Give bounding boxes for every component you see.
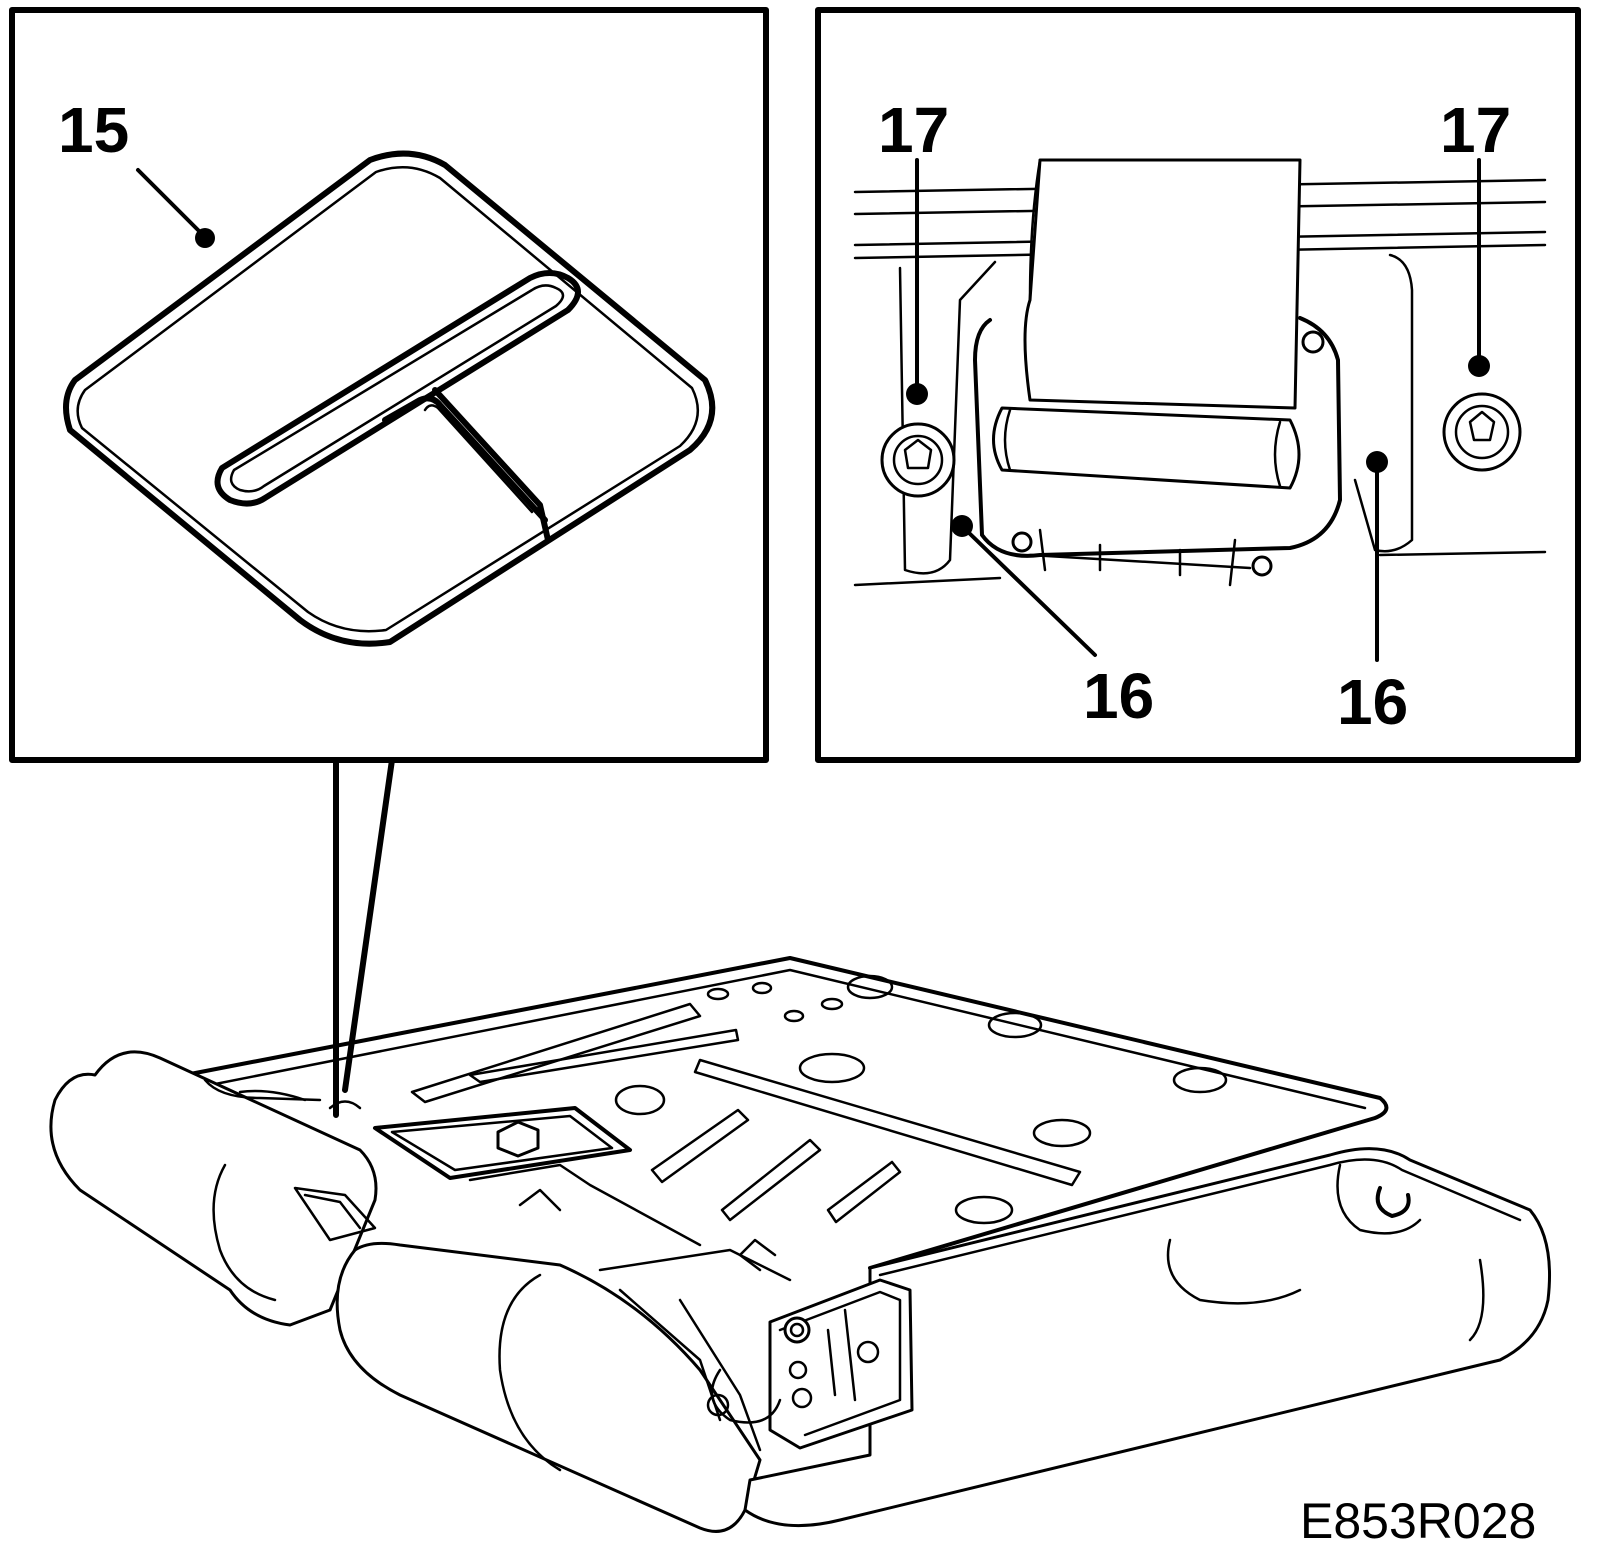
cover-outline <box>63 150 716 647</box>
leader-dot-16-left <box>951 515 973 537</box>
inset-connector <box>333 757 395 1118</box>
side-linkage <box>293 1163 792 1452</box>
bottom-clips <box>1011 528 1273 587</box>
callout-15: 15 <box>58 94 129 166</box>
leader-dot-15 <box>195 228 215 248</box>
front-roll-left-cap <box>212 1163 277 1302</box>
callout-16-right: 16 <box>1337 666 1408 738</box>
side-bolster-right-lip <box>878 1158 1522 1277</box>
bracket-right <box>1353 253 1414 553</box>
back-edge-details <box>203 1078 362 1110</box>
cover-recess-stem-2 <box>432 387 551 543</box>
leader-line-15 <box>136 168 204 236</box>
strap-fold <box>1028 158 1042 302</box>
roller <box>992 406 1301 490</box>
callout-17-right: 17 <box>1440 94 1511 166</box>
plate-holes <box>614 974 1228 1225</box>
side-bolster-right <box>743 1147 1552 1528</box>
mounting-nut <box>496 1120 540 1158</box>
callout-16-left: 16 <box>1083 660 1154 732</box>
housing-bolt <box>1301 330 1325 354</box>
cover-inner-rim <box>76 166 700 633</box>
front-roll-right-cap <box>498 1273 562 1472</box>
seat-cushion-underside <box>49 956 1552 1533</box>
strap <box>1023 158 1302 410</box>
front-roll-left <box>49 1050 378 1327</box>
side-bolster-underside <box>1166 1238 1485 1342</box>
leader-dot-16-right <box>1366 451 1388 473</box>
leader-dot-17-right <box>1468 355 1490 377</box>
leader-dot-17-left <box>906 383 928 405</box>
leader-line-16-left <box>964 528 1097 657</box>
seat-base-plate-edge <box>193 968 1367 1110</box>
seat-base-plate <box>183 956 1389 1270</box>
torx-bolt-left <box>880 422 956 498</box>
callout-17-left: 17 <box>878 94 949 166</box>
cover-recess-stem <box>382 395 548 523</box>
cover-recess-bar <box>214 270 581 507</box>
torx-bolt-right <box>1442 392 1522 472</box>
front-roll-right <box>335 1241 762 1533</box>
cover-recess-stem-3 <box>423 404 534 514</box>
inset-panel-bracket: 17 17 16 16 <box>815 7 1581 763</box>
bracket-left <box>898 260 997 575</box>
figure-id: E853R028 <box>1300 1493 1536 1549</box>
inset-frame-left <box>9 7 769 763</box>
side-bolster-right-hook <box>1375 1186 1411 1218</box>
mounting-plate <box>373 1106 632 1180</box>
hinge-mechanism <box>768 1278 914 1450</box>
mounting-plate-inner <box>390 1114 614 1172</box>
ground-line <box>853 550 1547 587</box>
inset-panel-cover: 15 <box>9 7 769 763</box>
mechanism-housing <box>973 316 1342 558</box>
roller-ends <box>1003 408 1282 488</box>
plate-slots <box>410 1002 1082 1224</box>
cover-recess-bar-inner <box>229 284 565 493</box>
